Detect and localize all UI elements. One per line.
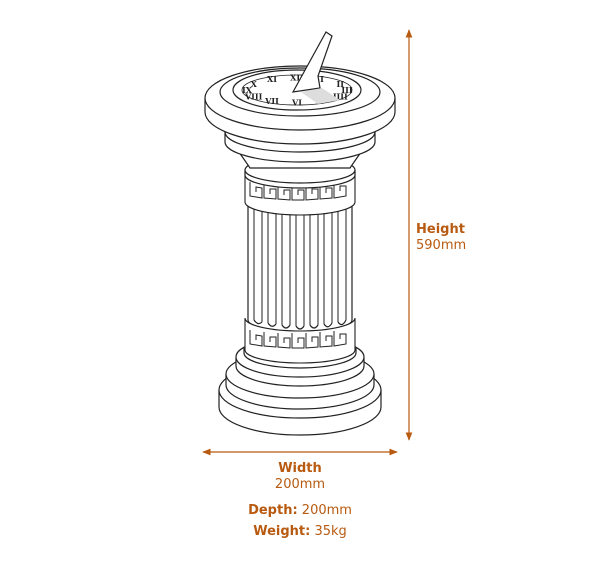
column-shaft bbox=[247, 199, 353, 333]
depth-value: 200mm bbox=[301, 503, 352, 518]
height-title: Height bbox=[416, 222, 465, 237]
dial-numeral: VIII bbox=[244, 91, 263, 101]
dial-numeral: IIII bbox=[333, 91, 348, 101]
dial-numeral: X bbox=[251, 79, 258, 89]
column-flutes bbox=[253, 206, 347, 326]
weight-title: Weight: bbox=[253, 524, 311, 539]
gnomon bbox=[291, 31, 340, 104]
dial-numeral: XI bbox=[267, 74, 277, 84]
dial-numerals: XIIIIIIIIIIIIVVIVIIVIIIIXXXI bbox=[242, 73, 353, 108]
lower-greek-key-band bbox=[244, 317, 356, 364]
width-label: Width 200mm bbox=[250, 461, 350, 493]
weight-label: Weight: 35kg bbox=[200, 524, 400, 540]
dial-numeral: III bbox=[341, 85, 352, 95]
dial-numeral: XII bbox=[290, 73, 304, 83]
dial-numeral: VII bbox=[264, 96, 279, 106]
depth-label: Depth: 200mm bbox=[200, 503, 400, 519]
height-label: Height 590mm bbox=[416, 222, 466, 254]
dial-numeral: VI bbox=[291, 98, 302, 108]
depth-title: Depth: bbox=[248, 503, 298, 518]
dial-numeral: II bbox=[337, 79, 345, 89]
dial-numeral: I bbox=[320, 74, 324, 84]
width-value: 200mm bbox=[274, 477, 326, 492]
dial-numeral: IX bbox=[242, 85, 253, 95]
weight-value: 35kg bbox=[314, 524, 347, 539]
height-value: 590mm bbox=[416, 238, 467, 253]
width-title: Width bbox=[278, 461, 322, 476]
